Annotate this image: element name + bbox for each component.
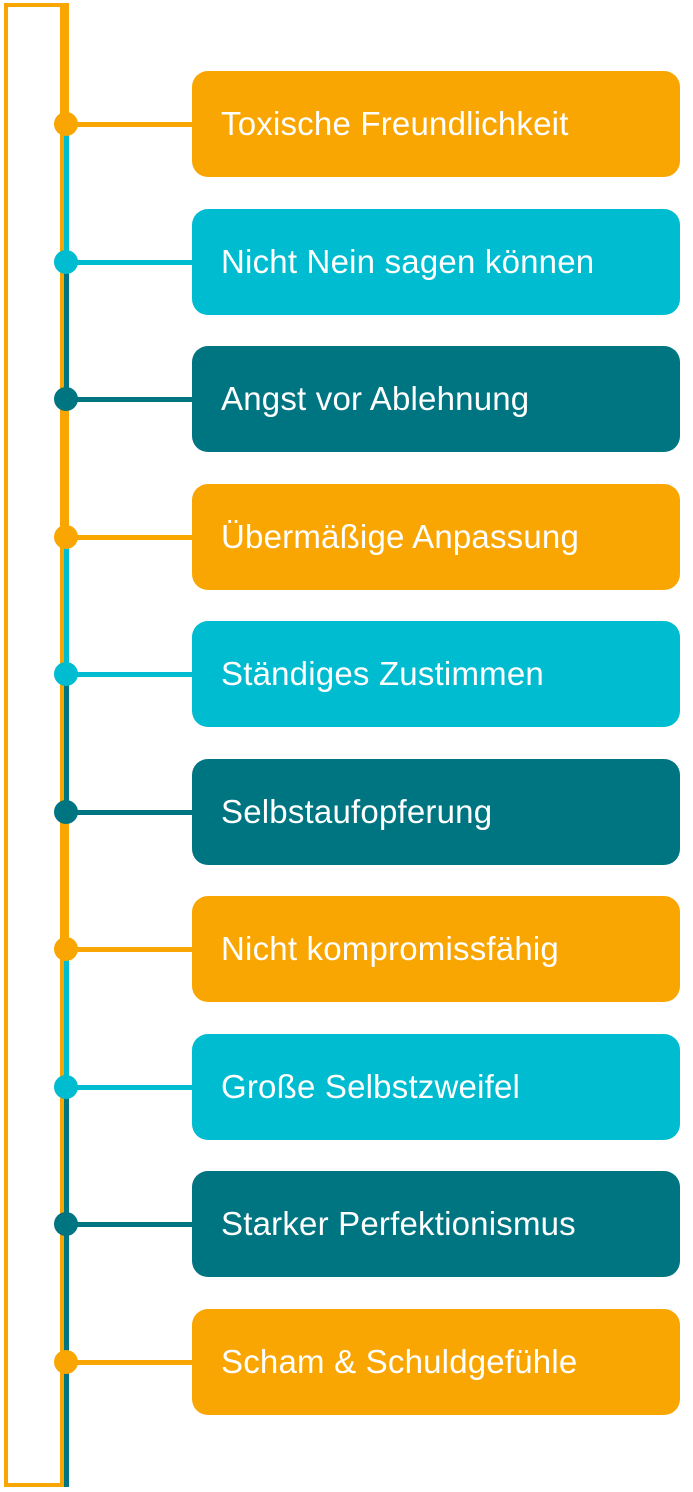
item-box: Angst vor Ablehnung (192, 346, 680, 452)
connector-line (66, 1359, 194, 1365)
item-label: Ständiges Zustimmen (221, 655, 544, 692)
item-box: Ständiges Zustimmen (192, 621, 680, 727)
connector-line (66, 259, 194, 265)
item-label: Angst vor Ablehnung (221, 380, 530, 417)
connector-line (66, 121, 194, 127)
item-box: Selbstaufopferung (192, 759, 680, 865)
item-label: Nicht Nein sagen können (221, 243, 595, 280)
item-label: Selbstaufopferung (221, 793, 493, 830)
spine-segment (64, 3, 69, 124)
connector-line (66, 671, 194, 677)
item-label: Große Selbstzweifel (221, 1068, 521, 1105)
timeline-node-dot (54, 1075, 78, 1099)
spine-segment (64, 674, 69, 812)
timeline-node-dot (54, 387, 78, 411)
connector-line (66, 1221, 194, 1227)
spine-segment (64, 124, 69, 262)
item-label: Starker Perfektionismus (221, 1205, 576, 1242)
timeline-node-dot (54, 250, 78, 274)
item-box: Große Selbstzweifel (192, 1034, 680, 1140)
spine-segment (64, 1087, 69, 1224)
connector-line (66, 396, 194, 402)
timeline-node-dot (54, 525, 78, 549)
timeline-node-dot (54, 1350, 78, 1374)
spine-segment (64, 812, 69, 949)
timeline-node-dot (54, 937, 78, 961)
connector-line (66, 809, 194, 815)
item-label: Übermäßige Anpassung (221, 518, 580, 555)
item-box: Nicht Nein sagen können (192, 209, 680, 315)
spine-segment (64, 537, 69, 674)
item-label: Nicht kompromissfähig (221, 930, 559, 967)
timeline-node-dot (54, 662, 78, 686)
spine-segment (64, 399, 69, 537)
connector-line (66, 534, 194, 540)
timeline-node-dot (54, 1212, 78, 1236)
item-box: Starker Perfektionismus (192, 1171, 680, 1277)
left-frame (4, 3, 64, 1487)
item-box: Toxische Freundlichkeit (192, 71, 680, 177)
item-box: Übermäßige Anpassung (192, 484, 680, 590)
item-label: Scham & Schuldgefühle (221, 1343, 578, 1380)
spine-segment (64, 949, 69, 1087)
timeline-node-dot (54, 800, 78, 824)
connector-line (66, 1084, 194, 1090)
timeline-node-dot (54, 112, 78, 136)
item-box: Scham & Schuldgefühle (192, 1309, 680, 1415)
item-box: Nicht kompromissfähig (192, 896, 680, 1002)
connector-line (66, 946, 194, 952)
spine-segment (64, 262, 69, 399)
item-label: Toxische Freundlichkeit (221, 105, 569, 142)
